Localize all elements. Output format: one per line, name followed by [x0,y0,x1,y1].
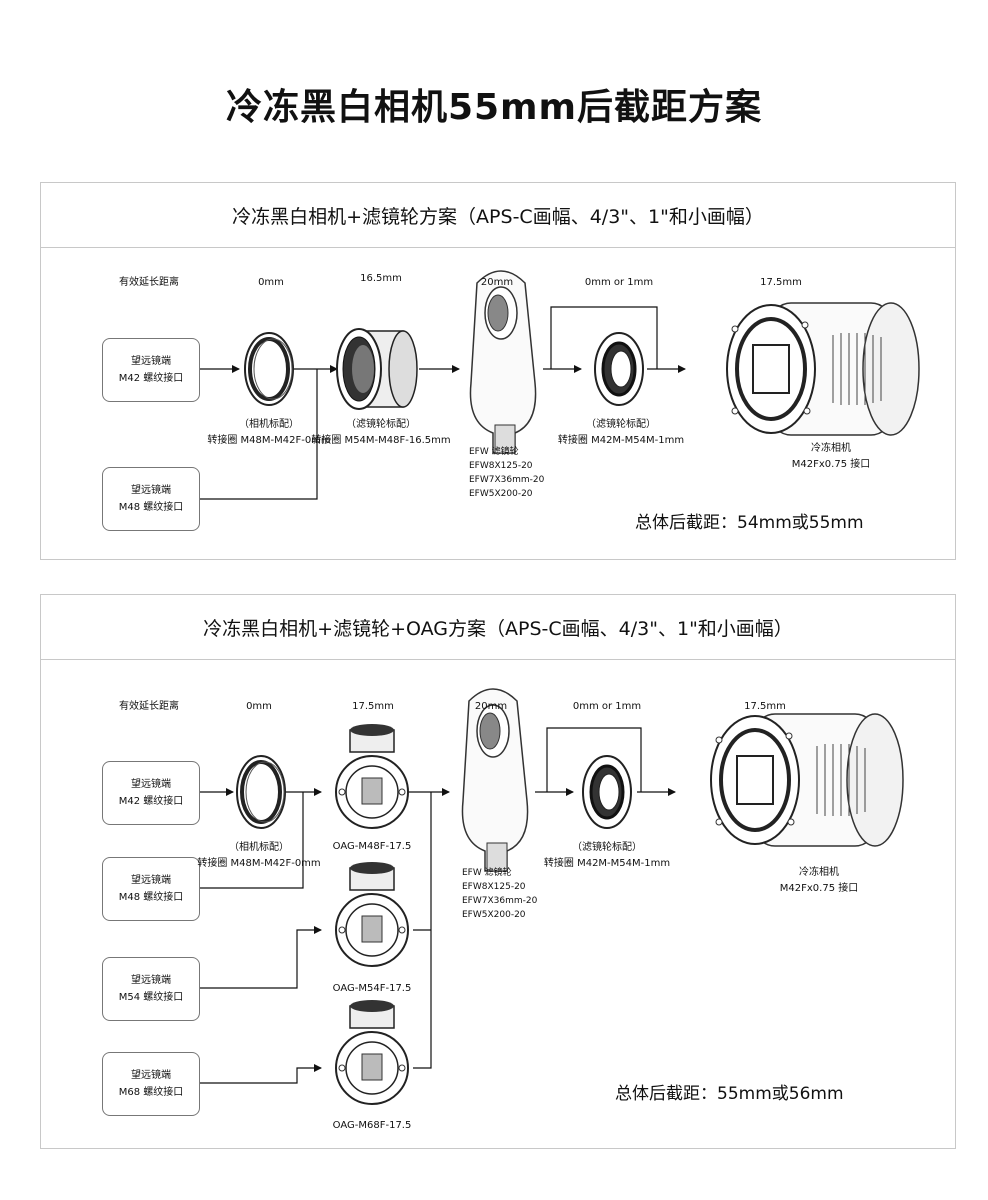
port-thread: M54 螺纹接口 [118,992,184,1003]
port-thread: M42 螺纹接口 [118,373,184,384]
panel-filterwheel-oag-scheme: 冷冻黑白相机+滤镜轮+OAG方案（APS-C画幅、4/3"、1"和小画幅） [40,594,956,1149]
distance-filterwheel: 20mm [480,277,514,288]
adapter2-name: 转接圈 M54M-M48F-16.5mm [311,435,451,446]
telescope-port-m68: 望远镜端 M68 螺纹接口 [102,1052,200,1116]
flow-line-m68 [199,1064,322,1084]
port-label: 望远镜端 [131,875,171,886]
camera-name: 冷冻相机 [811,443,851,454]
scheme-diagram [199,270,920,500]
filter-wheel-illustration [461,688,529,872]
port-label: 望远镜端 [131,1070,171,1081]
distance-filterwheel: 20mm [474,701,508,712]
filterwheel-title: EFW 滤镜轮 [462,868,512,878]
page-title: 冷冻黑白相机55mm后截距方案 [225,87,763,128]
port-thread: M48 螺纹接口 [118,502,184,513]
port-label: 望远镜端 [131,779,171,790]
flow-bypass-line [550,306,658,369]
distance-adapter3: 0mm or 1mm [584,277,654,288]
filterwheel-model: EFW8X125-20 [462,882,526,892]
oag-m54f-illustration [335,862,409,967]
distance-adapter1: 0mm [258,277,284,288]
telescope-port-m48: 望远镜端 M48 螺纹接口 [102,857,200,921]
flow-line-oag-merge [413,792,432,1069]
port-label: 望远镜端 [131,975,171,986]
filterwheel-model: EFW8X125-20 [469,461,533,471]
filterwheel-model: EFW5X200-20 [469,489,533,499]
filterwheel-model: EFW5X200-20 [462,910,526,920]
distance-column-label: 有效延长距离 [119,701,179,712]
panel-header: 冷冻黑白相机+滤镜轮方案（APS-C画幅、4/3"、1"和小画幅） [41,183,955,248]
total-backfocus: 总体后截距：55mm或56mm [615,1084,844,1104]
panel-filterwheel-scheme: 冷冻黑白相机+滤镜轮方案（APS-C画幅、4/3"、1"和小画幅） [40,182,956,560]
port-label: 望远镜端 [131,485,171,496]
filterwheel-model: EFW7X36mm-20 [462,896,538,906]
flow-line-m48 [199,369,318,500]
adapter1-note: （相机标配） [229,842,289,853]
cooled-camera-illustration [710,713,904,847]
port-thread: M68 螺纹接口 [118,1087,184,1098]
adapter2-note: （滤镜轮标配） [346,419,416,430]
port-label: 望远镜端 [131,356,171,367]
adapter3-name: 转接圈 M42M-M54M-1mm [557,435,685,446]
adapter-ring-m48m-m42f [244,332,294,406]
oag-m48f-label: OAG-M48F-17.5 [332,841,412,852]
total-backfocus: 总体后截距：54mm或55mm [635,513,864,533]
filterwheel-title: EFW 滤镜轮 [469,447,519,457]
telescope-port-m54: 望远镜端 M54 螺纹接口 [102,957,200,1021]
distance-adapter1: 0mm [246,701,272,712]
adapter3-note: （滤镜轮标配） [586,419,656,430]
adapter1-note: （相机标配） [239,419,299,430]
flow-line-m48 [199,792,304,889]
telescope-port-m42: 望远镜端 M42 螺纹接口 [102,338,200,402]
port-thread: M42 螺纹接口 [118,796,184,807]
filterwheel-models: EFW 滤镜轮 EFW8X125-20 EFW7X36mm-20 EFW5X20… [469,445,544,501]
filterwheel-model: EFW7X36mm-20 [469,475,545,485]
panel-header: 冷冻黑白相机+滤镜轮+OAG方案（APS-C画幅、4/3"、1"和小画幅） [41,595,955,660]
camera-name: 冷冻相机 [799,867,839,878]
adapter3-name: 转接圈 M42M-M54M-1mm [543,858,671,869]
distance-adapter3: 0mm or 1mm [572,701,642,712]
oag-m54f-label: OAG-M54F-17.5 [332,983,412,994]
telescope-port-m48: 望远镜端 M48 螺纹接口 [102,467,200,531]
adapter1-name: 转接圈 M48M-M42F-0mm [197,858,321,869]
filter-wheel-illustration [469,270,537,454]
flow-bypass-line [546,727,642,792]
distance-adapter2: 16.5mm [360,273,402,284]
adapter1-name: 转接圈 M48M-M42F-0mm [207,435,331,446]
adapter3-note: （滤镜轮标配） [572,842,642,853]
adapter-ring-m54m-m48f [336,328,418,410]
scheme-diagram [199,688,904,1105]
port-thread: M48 螺纹接口 [118,892,184,903]
oag-m48f-illustration [335,724,409,829]
cooled-camera-illustration [726,302,920,436]
distance-camera: 17.5mm [760,277,802,288]
camera-mount: M42Fx0.75 接口 [791,459,871,470]
adapter-ring-m48m-m42f [236,755,286,829]
oag-m68f-illustration [335,1000,409,1105]
oag-m68f-label: OAG-M68F-17.5 [332,1120,412,1131]
camera-mount: M42Fx0.75 接口 [779,883,859,894]
distance-camera: 17.5mm [744,701,786,712]
distance-column-label: 有效延长距离 [119,277,179,288]
flow-line-m54 [199,926,322,989]
adapter-ring-m42m-m54m [594,332,644,406]
distance-oag: 17.5mm [352,701,394,712]
filterwheel-models: EFW 滤镜轮 EFW8X125-20 EFW7X36mm-20 EFW5X20… [462,866,537,922]
telescope-port-m42: 望远镜端 M42 螺纹接口 [102,761,200,825]
adapter-ring-m42m-m54m [582,755,632,829]
